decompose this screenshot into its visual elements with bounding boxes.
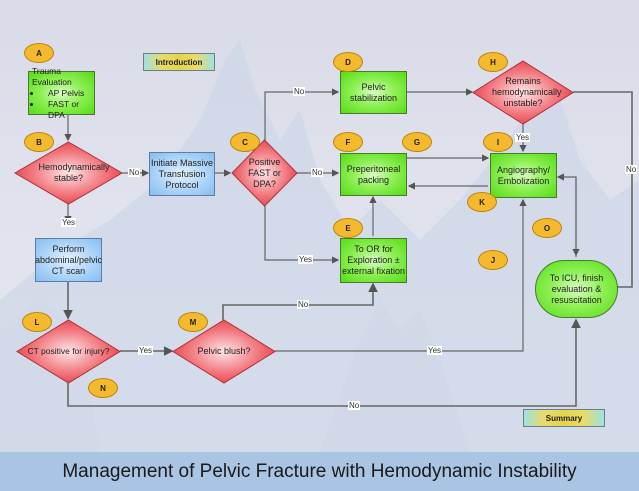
ct-scan-text: Perform abdominal/pelvic CT scan (34, 243, 103, 276)
label-fast-yes: Yes (298, 255, 314, 264)
hemodynamically-stable-decision[interactable]: Hemodynamically stable? (14, 141, 123, 205)
to-or-box[interactable]: To OR for Exploration ± external fixatio… (340, 238, 407, 283)
marker-h[interactable]: H (478, 52, 508, 72)
marker-d[interactable]: D (333, 52, 363, 72)
massive-transfusion-text: Initiate Massive Transfusion Protocol (150, 157, 214, 190)
ct-scan-box[interactable]: Perform abdominal/pelvic CT scan (35, 238, 102, 282)
label-ct-yes: Yes (138, 346, 154, 355)
marker-i[interactable]: I (483, 132, 513, 152)
label-fast-no-mid: No (311, 168, 324, 177)
bullet-fast-dpa: FAST or DPA (42, 99, 94, 121)
marker-j[interactable]: J (478, 250, 508, 270)
ct-positive-decision[interactable]: CT positive for injury? (16, 319, 121, 384)
remains-unstable-decision[interactable]: Remains hemodynamically unstable? (472, 60, 574, 125)
marker-b[interactable]: B (24, 132, 54, 152)
positive-fast-decision[interactable]: Positive FAST or DPA? (231, 139, 298, 207)
trauma-evaluation-box[interactable]: Trauma Evaluation AP Pelvis FAST or DPA (28, 66, 95, 120)
preperitoneal-packing-text: Preperitoneal packing (346, 163, 401, 185)
angiography-text: Angiography/ Embolization (496, 164, 551, 186)
marker-e[interactable]: E (333, 218, 363, 238)
marker-g[interactable]: G (402, 132, 432, 152)
preperitoneal-packing-box[interactable]: Preperitoneal packing (340, 153, 407, 196)
label-unstable-yes: Yes (515, 133, 531, 142)
marker-n[interactable]: N (88, 378, 118, 398)
label-blush-yes: Yes (427, 346, 443, 355)
summary-button[interactable]: Summary (523, 409, 605, 427)
label-hemo-yes: Yes (61, 218, 77, 227)
pelvic-blush-text: Pelvic blush? (197, 346, 251, 356)
to-or-text: To OR for Exploration ± external fixatio… (341, 244, 406, 276)
icu-text: To ICU, finish evaluation & resuscitatio… (549, 272, 604, 305)
label-hemo-no: No (128, 168, 141, 177)
hemodynamically-stable-text: Hemodynamically stable? (38, 162, 110, 183)
introduction-button[interactable]: Introduction (143, 53, 215, 71)
icu-terminal[interactable]: To ICU, finish evaluation & resuscitatio… (535, 260, 618, 318)
positive-fast-text: Positive FAST or DPA? (248, 156, 281, 189)
marker-c[interactable]: C (230, 132, 260, 152)
marker-f[interactable]: F (333, 132, 363, 152)
pelvic-blush-decision[interactable]: Pelvic blush? (172, 319, 276, 384)
label-fast-no-top: No (293, 87, 306, 96)
label-blush-no: No (297, 300, 310, 309)
pelvic-stabilization-text: Pelvic stabilization (349, 81, 398, 103)
trauma-evaluation-heading: Trauma Evaluation (32, 65, 72, 87)
pelvic-stabilization-box[interactable]: Pelvic stabilization (340, 71, 407, 114)
slide-title: Management of Pelvic Fracture with Hemod… (0, 452, 639, 491)
marker-o[interactable]: O (532, 218, 562, 238)
label-ct-no: No (348, 401, 361, 410)
marker-k[interactable]: K (467, 192, 497, 212)
ct-positive-text: CT positive for injury? (27, 346, 110, 356)
label-unstable-no: No (625, 165, 638, 174)
massive-transfusion-box[interactable]: Initiate Massive Transfusion Protocol (149, 152, 215, 196)
marker-m[interactable]: M (178, 312, 208, 332)
angiography-box[interactable]: Angiography/ Embolization (490, 153, 557, 198)
remains-unstable-text: Remains hemodynamically unstable? (492, 76, 562, 108)
marker-l[interactable]: L (22, 312, 52, 332)
bullet-ap-pelvis: AP Pelvis (42, 88, 94, 99)
marker-a[interactable]: A (24, 43, 54, 63)
